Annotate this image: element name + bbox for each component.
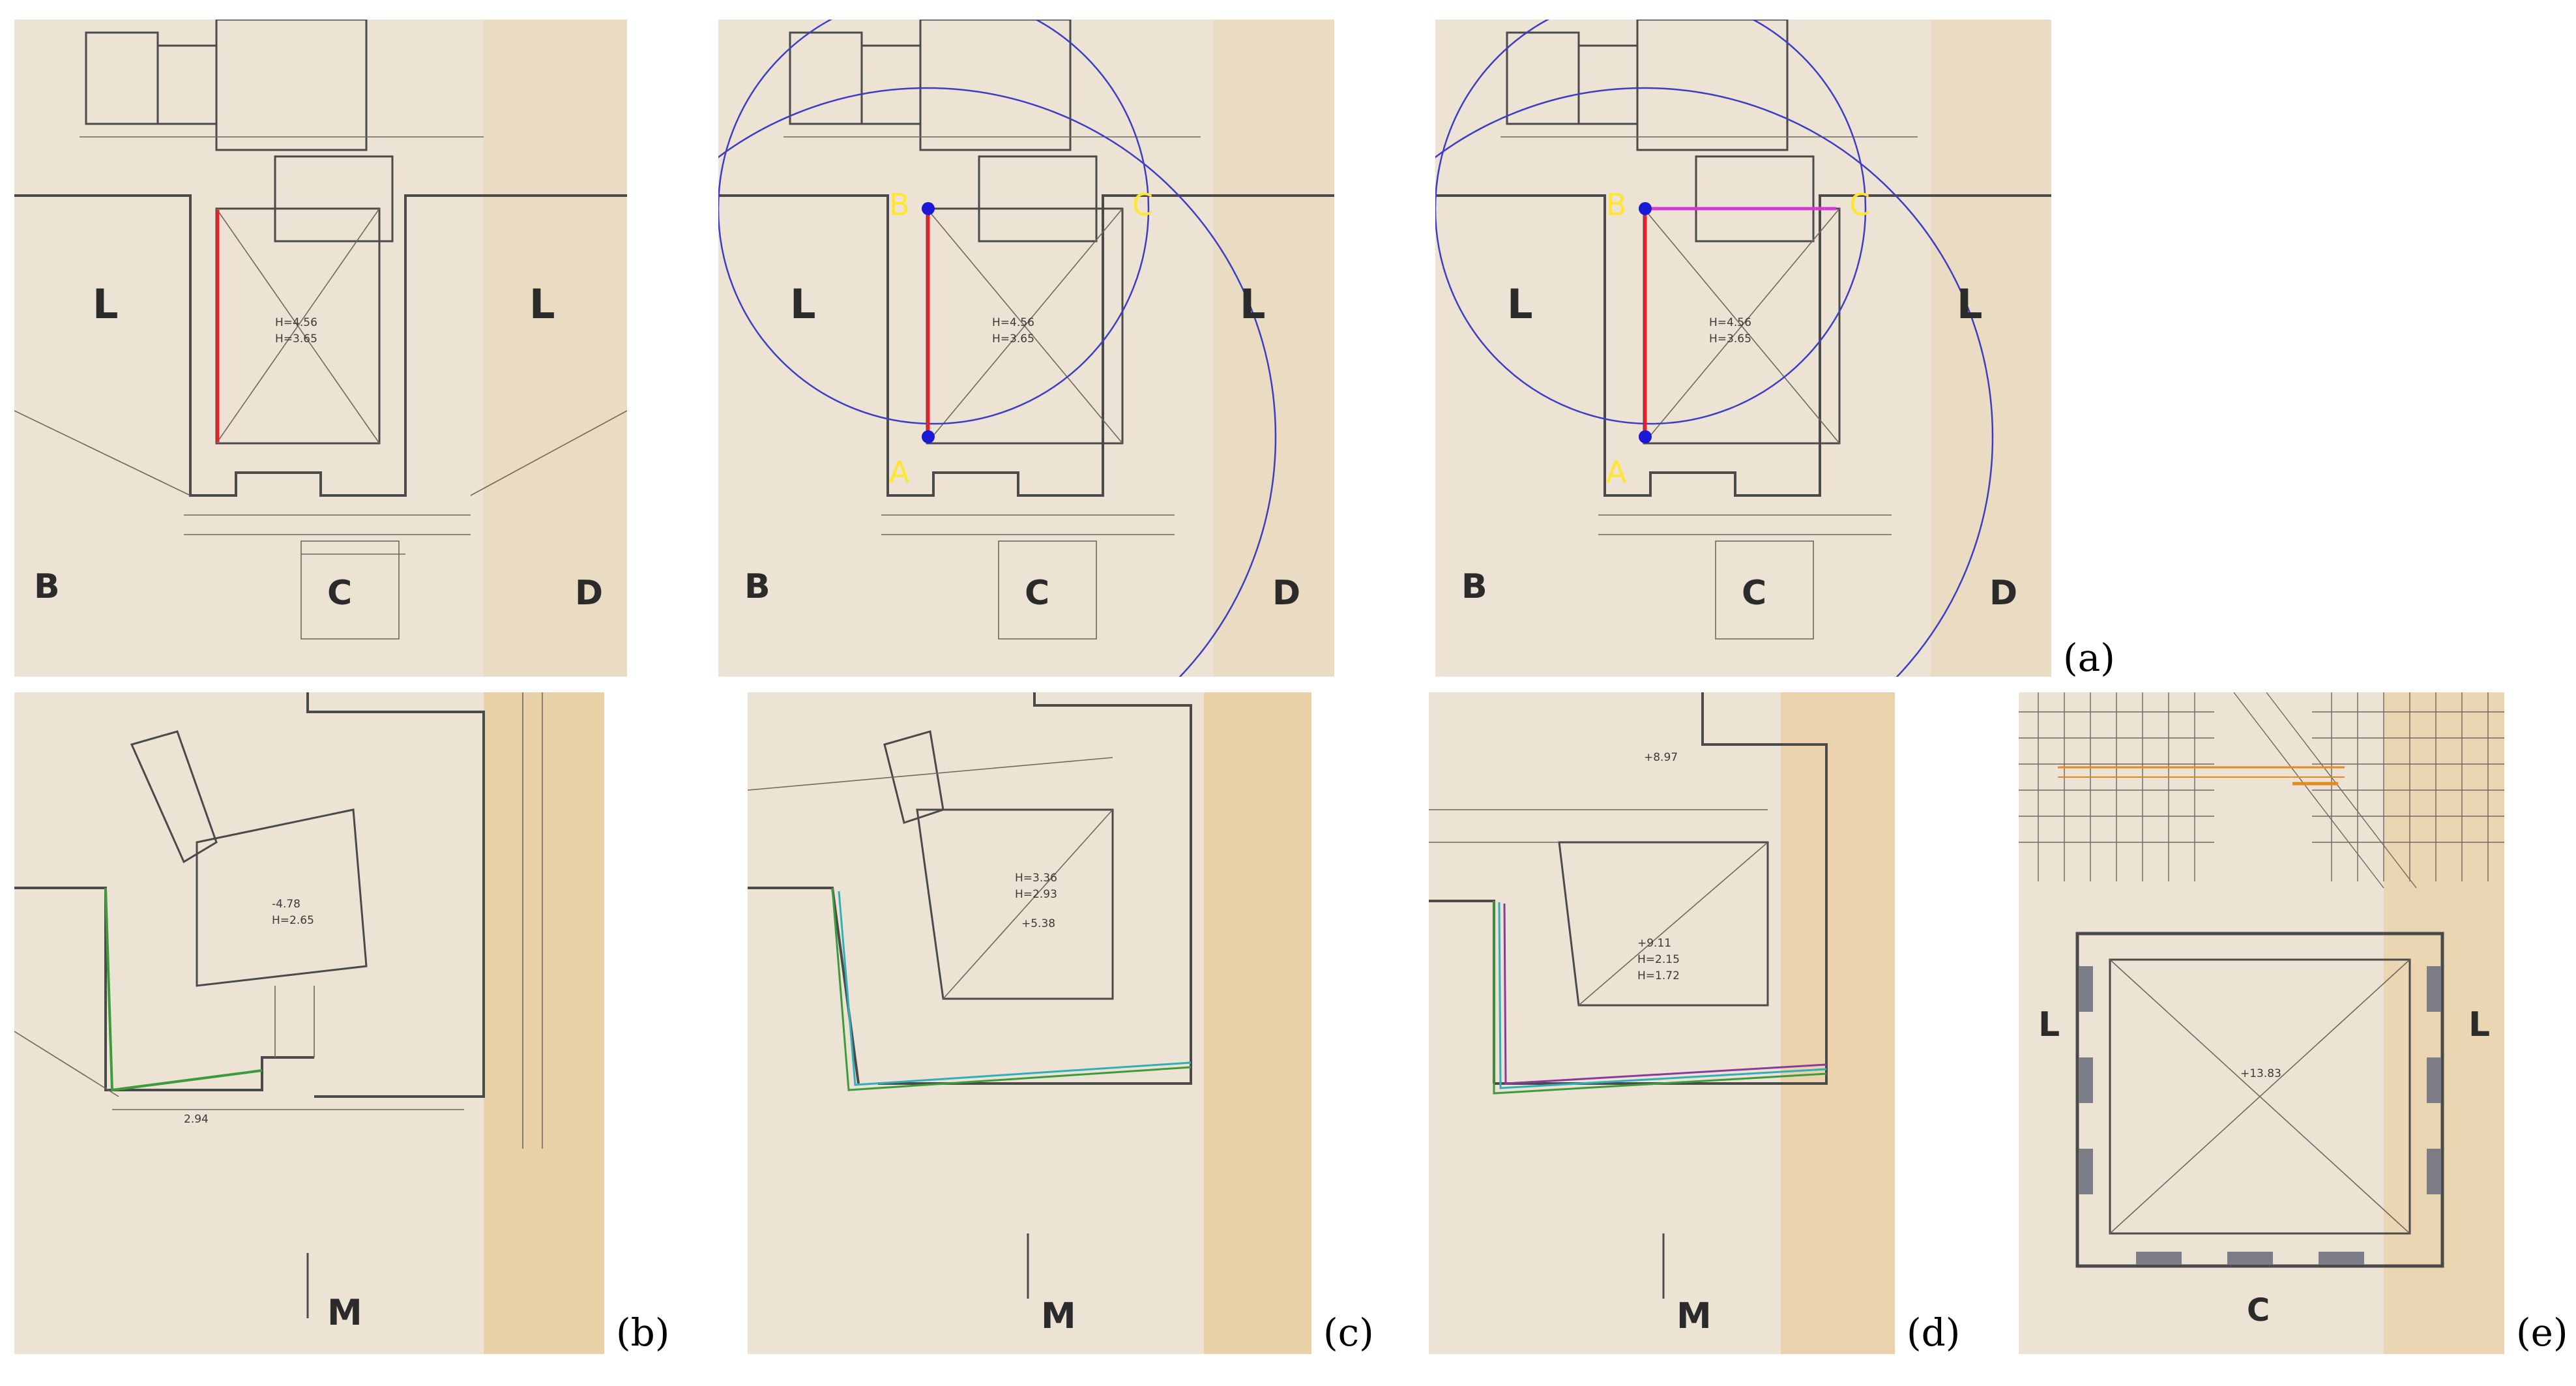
point-c-label: C <box>1132 187 1153 222</box>
panel-c: H=3.36 H=2.93 +5.38 M <box>748 692 1311 1354</box>
svg-text:H=4.56: H=4.56 <box>992 316 1034 329</box>
svg-text:-4.78: -4.78 <box>272 898 300 911</box>
section-marker-m: M <box>327 1292 362 1333</box>
svg-text:H=2.93: H=2.93 <box>1015 888 1057 901</box>
panel-e: +13.83 L L C <box>2019 692 2504 1354</box>
panel-d: +9.11 H=2.15 H=1.72 +8.97 M <box>1429 692 1895 1354</box>
outline-purple <box>1503 903 1827 1085</box>
point-b <box>922 202 935 215</box>
panel-b: -4.78 H=2.65 2.94 M <box>14 692 604 1354</box>
caption-e: (e) <box>2516 1310 2568 1355</box>
construction-circle-a <box>1435 87 1994 677</box>
floorplan-d: +9.11 H=2.15 H=1.72 +8.97 <box>1429 692 1895 1354</box>
caption-b: (b) <box>616 1310 670 1355</box>
section-marker-c: C <box>1025 574 1050 613</box>
point-a-label: A <box>1606 454 1627 490</box>
section-marker-b: B <box>744 567 770 606</box>
point-a-label: A <box>889 454 910 490</box>
outline-cyan <box>838 891 1192 1086</box>
section-marker-l: L <box>1507 280 1533 328</box>
svg-text:H=2.65: H=2.65 <box>272 914 314 927</box>
point-b-label: B <box>889 187 910 222</box>
section-marker-l-right: L <box>2468 1005 2491 1044</box>
floorplan-a1: H=4.56 H=3.65 <box>14 20 627 677</box>
section-marker-c: C <box>2247 1292 2270 1329</box>
svg-text:+13.83: +13.83 <box>2240 1067 2281 1080</box>
section-marker-l-right: L <box>1957 280 1983 328</box>
svg-text:H=4.56: H=4.56 <box>1709 316 1751 329</box>
section-marker-d: D <box>1989 574 2018 613</box>
outline-green <box>1493 901 1827 1095</box>
section-marker-d: D <box>1272 574 1301 613</box>
point-c-label: C <box>1849 187 1870 222</box>
section-marker-m: M <box>1041 1295 1076 1336</box>
section-marker-l-right: L <box>529 280 555 328</box>
floorplan-a2: A B C H=4.56 H=3.65 <box>718 20 1334 677</box>
panel-a2: A B C H=4.56 H=3.65 L L B C D <box>718 20 1334 677</box>
section-marker-l: L <box>2038 1005 2060 1044</box>
caption-a: (a) <box>2063 636 2115 680</box>
svg-text:+5.38: +5.38 <box>1021 917 1055 930</box>
svg-text:H=3.65: H=3.65 <box>275 332 317 346</box>
point-b <box>1639 202 1652 215</box>
floorplan-e: +13.83 <box>2019 692 2504 1354</box>
svg-text:H=2.15: H=2.15 <box>1637 953 1680 966</box>
section-marker-b: B <box>1461 567 1487 606</box>
section-marker-c: C <box>327 574 353 613</box>
outline-green <box>104 887 263 1092</box>
point-b-label: B <box>1606 187 1627 222</box>
svg-text:2.94: 2.94 <box>184 1113 209 1126</box>
section-marker-l: L <box>790 280 816 328</box>
floorplan-a3: A B C H=4.56 H=3.65 <box>1435 20 2051 677</box>
svg-text:H=3.36: H=3.36 <box>1015 872 1057 885</box>
point-a <box>1639 430 1652 443</box>
section-marker-l: L <box>93 280 119 328</box>
svg-text:H=3.65: H=3.65 <box>1709 332 1751 346</box>
construction-circle-a <box>718 87 1277 677</box>
section-marker-d: D <box>575 574 604 613</box>
section-marker-m: M <box>1676 1295 1712 1336</box>
svg-text:+8.97: +8.97 <box>1644 751 1678 764</box>
section-marker-c: C <box>1742 574 1767 613</box>
svg-text:H=4.56: H=4.56 <box>275 316 317 329</box>
svg-text:H=1.72: H=1.72 <box>1637 969 1680 982</box>
section-marker-l-right: L <box>1240 280 1266 328</box>
svg-text:H=3.65: H=3.65 <box>992 332 1034 346</box>
caption-c: (c) <box>1323 1310 1374 1355</box>
floorplan-b: -4.78 H=2.65 2.94 <box>14 692 604 1354</box>
construction-circle-b <box>1435 20 1867 425</box>
construction-circle-b <box>718 20 1150 425</box>
caption-d: (d) <box>1907 1310 1961 1355</box>
outline-green <box>831 887 1192 1091</box>
svg-text:+9.11: +9.11 <box>1637 937 1671 950</box>
floorplan-c: H=3.36 H=2.93 +5.38 <box>748 692 1311 1354</box>
panel-a1: H=4.56 H=3.65 L L B C D <box>14 20 627 677</box>
section-marker-b: B <box>34 567 60 606</box>
outline-cyan <box>1498 902 1827 1089</box>
point-a <box>922 430 935 443</box>
panel-a3: A B C H=4.56 H=3.65 L L B C D <box>1435 20 2051 677</box>
